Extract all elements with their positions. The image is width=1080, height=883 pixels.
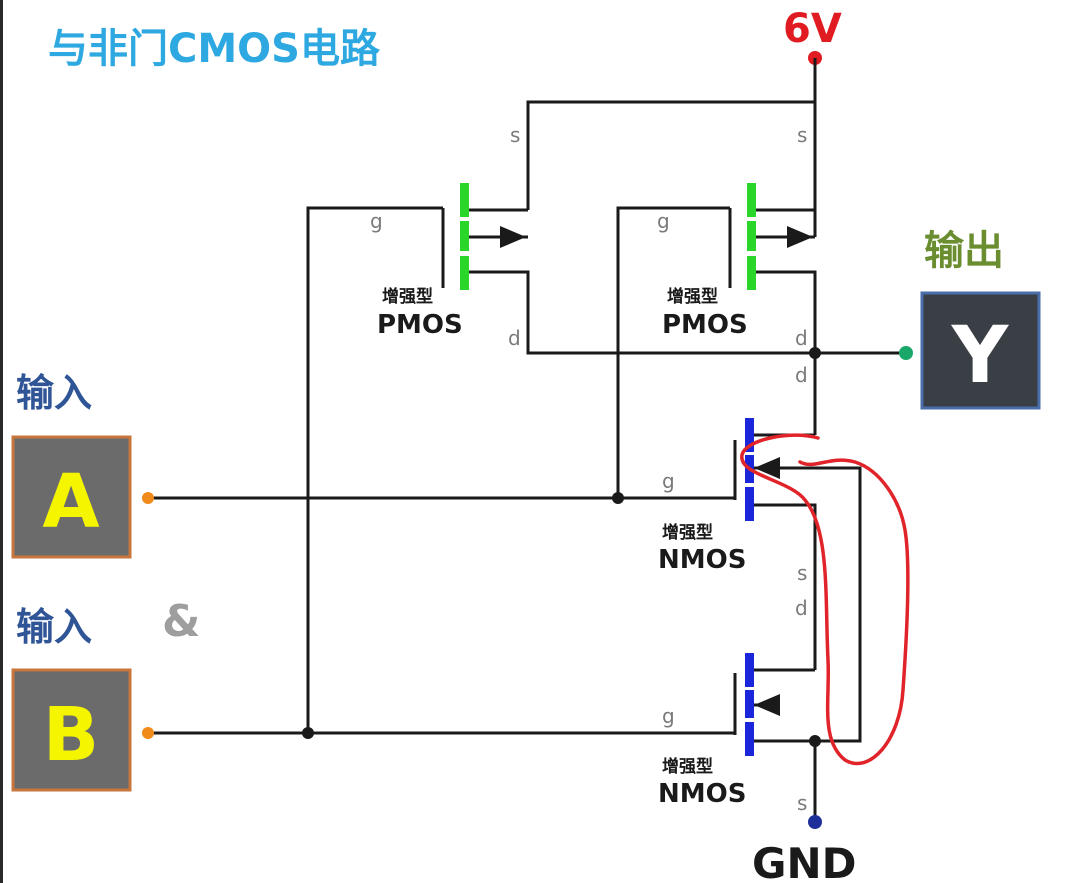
svg-text:增强型: 增强型: [382, 286, 433, 307]
b-gate-wire: [306, 206, 443, 733]
svg-text:g: g: [370, 209, 383, 233]
svg-text:NMOS: NMOS: [658, 779, 746, 809]
arrows: [500, 226, 813, 716]
input-a-pin: [142, 492, 154, 504]
svg-text:PMOS: PMOS: [662, 310, 748, 340]
nmos-series-wire: [750, 503, 817, 670]
input-b-letter: B: [43, 692, 99, 778]
pmos-bars: [460, 183, 756, 290]
input-b-pin: [142, 727, 154, 739]
svg-text:PMOS: PMOS: [377, 310, 463, 340]
output-letter: Y: [951, 311, 1010, 401]
transistor-labels: 增强型 PMOS 增强型 PMOS 增强型 NMOS 增强型 NMOS: [377, 286, 748, 809]
svg-text:增强型: 增强型: [662, 756, 713, 777]
svg-text:s: s: [510, 123, 520, 147]
svg-text:s: s: [797, 123, 807, 147]
left-pmos-drain-wire: [468, 270, 815, 355]
gnd-node: [808, 815, 822, 829]
svg-text:s: s: [797, 561, 807, 585]
nmos-body-wire: [750, 466, 862, 743]
svg-text:增强型: 增强型: [662, 522, 713, 543]
output-heading: 输出: [924, 228, 1004, 274]
vdd-rail-wire: [526, 58, 817, 210]
gnd-label: GND: [752, 839, 857, 883]
input-a-box[interactable]: [11, 435, 132, 559]
svg-text:NMOS: NMOS: [658, 545, 746, 575]
svg-text:d: d: [795, 326, 808, 350]
input-b-box[interactable]: [11, 668, 132, 792]
input-b-heading: 输入: [16, 605, 92, 649]
svg-text:增强型: 增强型: [667, 286, 718, 307]
svg-text:g: g: [657, 209, 670, 233]
svg-text:g: g: [662, 469, 675, 493]
input-a-heading: 输入: [16, 371, 92, 415]
a-gate-wire: [616, 206, 730, 498]
svg-text:d: d: [795, 363, 808, 387]
page-title: 与非门CMOS电路: [48, 26, 381, 72]
supply-label: 6V: [783, 6, 842, 52]
junctions: [302, 347, 821, 747]
svg-text:g: g: [662, 704, 675, 728]
wires: [148, 58, 906, 822]
svg-text:d: d: [795, 596, 808, 620]
output-box[interactable]: [920, 291, 1041, 410]
output-pin: [899, 346, 913, 360]
pin-labels: s g d s g d d g s d g s: [370, 123, 808, 815]
frame-edge: [0, 0, 3, 883]
annotation-loop: [740, 433, 910, 766]
output-node-wire: [755, 270, 817, 435]
svg-text:d: d: [508, 326, 521, 350]
and-operator: &: [162, 596, 200, 647]
input-a-letter: A: [42, 459, 99, 545]
svg-text:s: s: [797, 791, 807, 815]
